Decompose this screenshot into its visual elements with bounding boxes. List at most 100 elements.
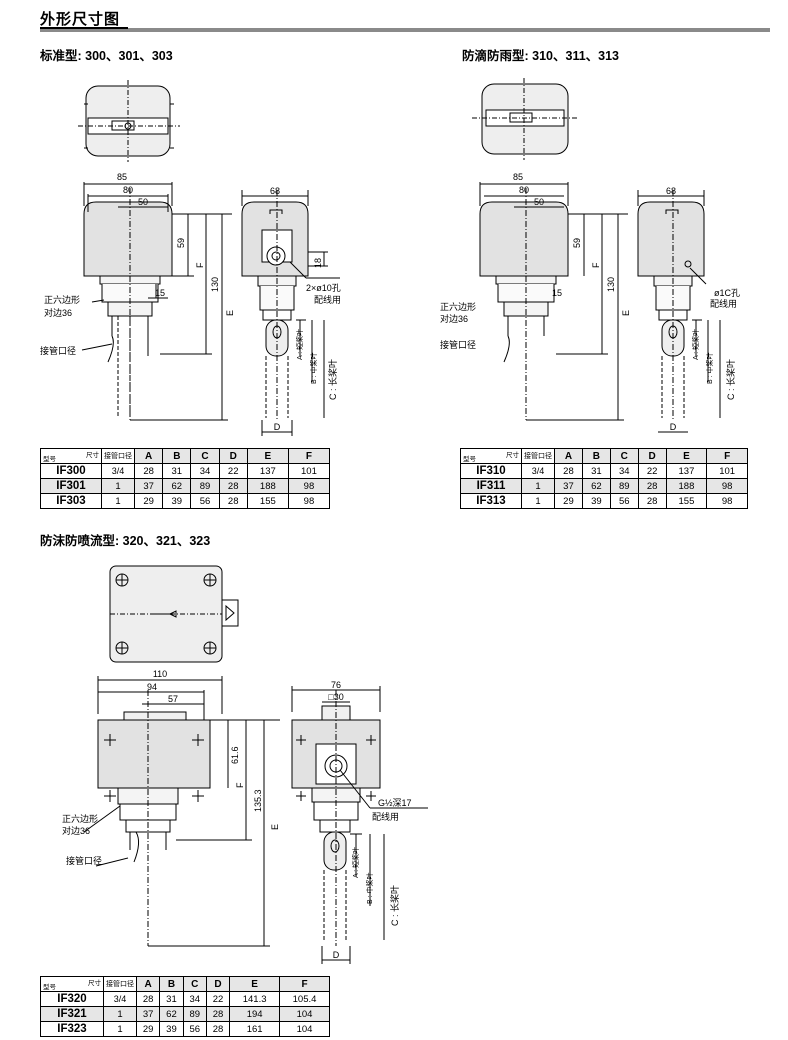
label-dimB: B : 中桨叶: [365, 872, 374, 904]
drawing-jetproof-type: 110 94 57 61.6 F 135.3 E 76 □30 D G½深17 …: [62, 565, 428, 964]
top-view: [472, 78, 578, 160]
dim-85: 85: [117, 172, 127, 182]
col-D: D: [637, 448, 667, 464]
title-rule: [40, 28, 770, 32]
title-underline: [40, 27, 128, 29]
front-view: [83, 676, 280, 947]
col-C: C: [190, 448, 220, 464]
dim-D: D: [274, 422, 281, 432]
dim-61-6: 61.6: [230, 746, 240, 764]
dim-57: 57: [168, 694, 178, 704]
dim-85: 85: [513, 172, 523, 182]
front-view: [83, 182, 232, 421]
dim-94: 94: [147, 682, 157, 692]
dim-130: 130: [606, 277, 616, 292]
side-view: [241, 190, 340, 436]
label-dimC: C : 长桨叶: [327, 359, 338, 400]
col-E: E: [665, 448, 708, 464]
col-pipe: 接管口径: [521, 448, 555, 464]
label-dimB: B : 中桨叶: [309, 352, 318, 384]
label-dimC: C : 长桨叶: [389, 885, 400, 926]
label-hex-size: 对边36: [440, 313, 468, 324]
col-B: B: [162, 448, 192, 464]
col-F: F: [287, 448, 331, 464]
label-pipe: 接管口径: [66, 855, 102, 866]
dim-68: 68: [666, 186, 676, 196]
label-conduit: G½深17: [378, 798, 412, 808]
label-dimB: B : 中桨叶: [705, 352, 714, 384]
dim-59: 59: [176, 238, 186, 248]
label-wiring: 配线用: [710, 298, 737, 309]
col-B: B: [159, 976, 184, 992]
label-dimA: A : 短桨叶: [691, 329, 700, 360]
col-E: E: [246, 448, 289, 464]
col-C: C: [182, 976, 207, 992]
dim-D: D: [333, 950, 340, 960]
col-D: D: [218, 448, 248, 464]
section-heading-standard: 标准型: 300、301、303: [40, 49, 173, 63]
label-wiring: 配线用: [314, 294, 341, 305]
label-wiring: 配线用: [372, 811, 399, 822]
dim-80: 80: [519, 185, 529, 195]
top-view: [78, 80, 180, 162]
dim-110: 110: [153, 669, 167, 679]
col-B: B: [581, 448, 611, 464]
col-F: F: [706, 448, 748, 464]
label-dimC: C : 长桨叶: [725, 359, 736, 400]
dim-F: F: [235, 782, 245, 788]
page-title: 外形尺寸图: [40, 11, 121, 28]
dim-F: F: [195, 262, 205, 268]
dim-D: D: [670, 422, 677, 432]
col-A: A: [135, 976, 161, 992]
col-pipe: 接管口径: [103, 976, 137, 992]
dim-E: E: [225, 310, 235, 316]
table-corner: 尺寸 型号: [460, 448, 522, 464]
col-A: A: [133, 448, 164, 464]
col-E: E: [229, 976, 281, 992]
col-A: A: [554, 448, 583, 464]
section-heading-dripproof: 防滴防雨型: 310、311、313: [462, 49, 620, 63]
dim-sq30: □30: [328, 692, 343, 702]
side-view: [291, 686, 428, 964]
label-pipe: 接管口径: [40, 345, 76, 356]
col-D: D: [205, 976, 231, 992]
col-C: C: [609, 448, 639, 464]
dim-F: F: [591, 262, 601, 268]
side-view: [637, 190, 721, 433]
dim-76: 76: [331, 680, 341, 690]
dim-18: 18: [313, 258, 323, 268]
dim-15: 15: [155, 288, 165, 298]
dim-59: 59: [572, 238, 582, 248]
label-hex-size: 对边36: [62, 825, 90, 836]
dim-68: 68: [270, 186, 280, 196]
col-pipe: 接管口径: [101, 448, 135, 464]
table-corner: 尺寸 型号: [40, 448, 102, 464]
label-hex: 正六边形: [44, 294, 80, 305]
dim-E: E: [621, 310, 631, 316]
drawing-dripproof-type: 85 80 50 59 15 F 130 E 68 D ø1C孔 配线用 正六边…: [440, 78, 740, 433]
dim-50: 50: [138, 197, 148, 207]
dim-135-3: 135.3: [253, 789, 263, 812]
drawing-standard-type: 85 80 50 59 15 F 130 E 68 18 D 2×ø10孔 配线…: [40, 80, 341, 436]
table-corner: 尺寸 型号: [40, 976, 104, 992]
dim-50: 50: [534, 197, 544, 207]
dim-80: 80: [123, 185, 133, 195]
col-F: F: [279, 976, 330, 992]
label-hole: 2×ø10孔: [306, 283, 341, 293]
dim-15: 15: [552, 288, 562, 298]
label-hole: ø1C孔: [714, 288, 740, 298]
label-hex: 正六边形: [440, 301, 476, 312]
dim-130: 130: [210, 277, 220, 292]
label-dimA: A : 短桨叶: [351, 847, 360, 878]
top-view: [109, 565, 239, 663]
